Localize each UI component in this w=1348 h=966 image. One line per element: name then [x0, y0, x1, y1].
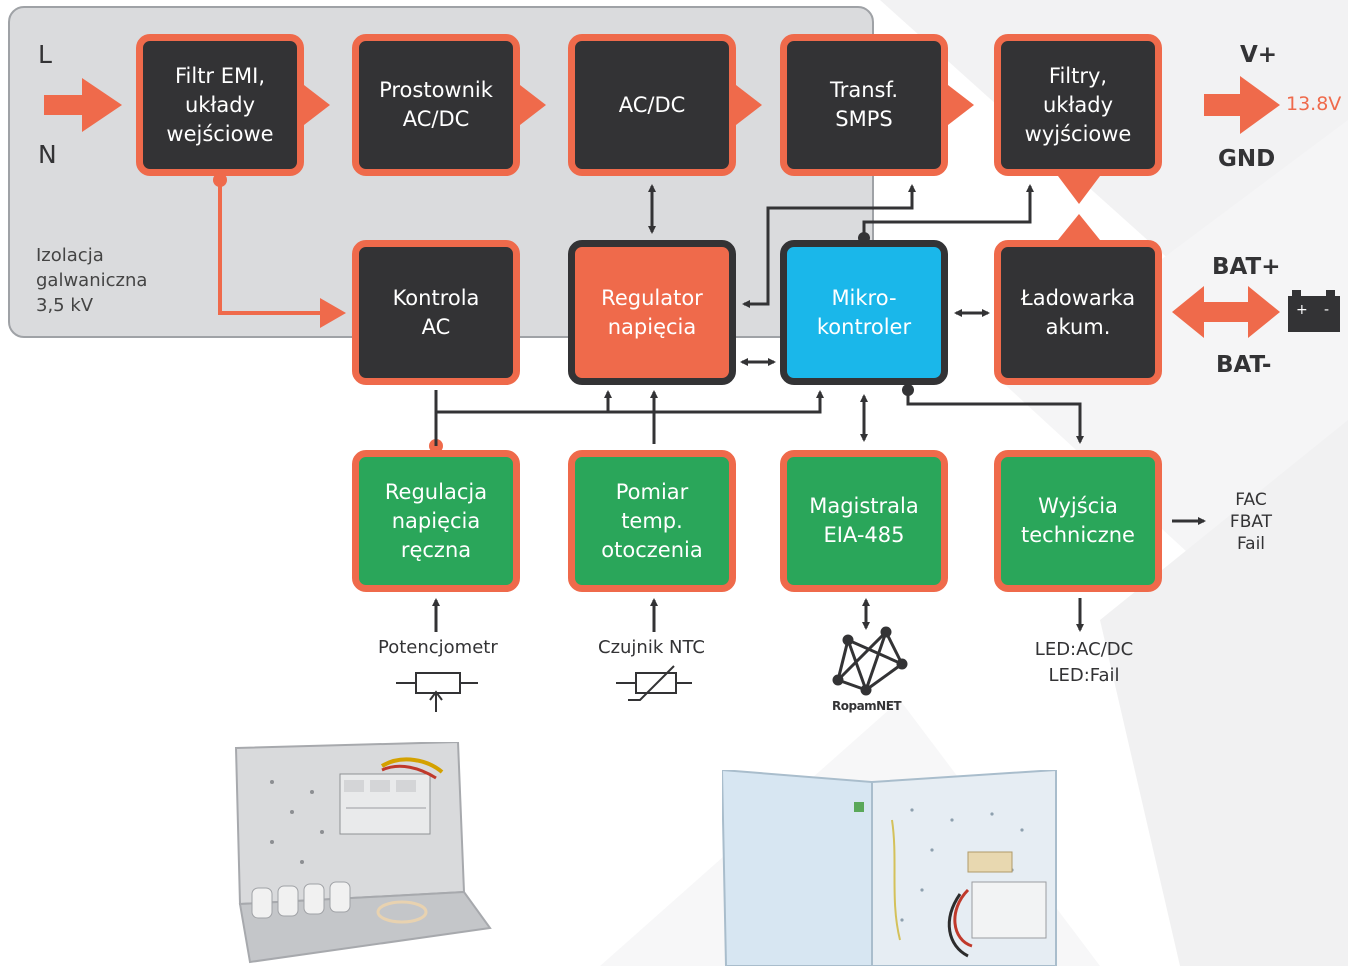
- output-filters-block: Filtry, układy wyjściowe: [994, 34, 1162, 176]
- bat-plus-label: BAT+: [1212, 254, 1281, 280]
- battery-charger-block: Ładowarka akum.: [994, 240, 1162, 385]
- input-l-label: L: [38, 40, 52, 69]
- ac-control-block: Kontrola AC: [352, 240, 520, 385]
- eia485-bus-block: Magistrala EIA-485: [780, 450, 948, 592]
- vplus-label: V+: [1240, 42, 1278, 68]
- technical-outputs-block: Wyjścia techniczne: [994, 450, 1162, 592]
- product-photo-enclosure-large: [722, 770, 1057, 966]
- smps-transformer-block: Transf. SMPS: [780, 34, 948, 176]
- temperature-block: Pomiar temp. otoczenia: [568, 450, 736, 592]
- manual-regulation-block: Regulacja napięcia ręczna: [352, 450, 520, 592]
- microcontroller-block: Mikro- kontroler: [780, 240, 948, 385]
- input-n-label: N: [38, 140, 57, 169]
- bat-minus-label: BAT-: [1216, 352, 1272, 378]
- acdc-block: AC/DC: [568, 34, 736, 176]
- potentiometer-label: Potencjometr: [378, 637, 498, 658]
- ropamnet-label: RopamNET: [832, 699, 902, 713]
- ntc-sensor-label: Czujnik NTC: [598, 637, 705, 658]
- gnd-label: GND: [1218, 146, 1276, 172]
- emi-filter-block: Filtr EMI, układy wejściowe: [136, 34, 304, 176]
- technical-signals-label: FAC FBAT Fail: [1229, 490, 1273, 554]
- isolation-label: Izolacja galwaniczna 3,5 kV: [36, 245, 148, 316]
- voltage-regulator-block: Regulator napięcia: [568, 240, 736, 385]
- product-photo-enclosure-small: [234, 742, 492, 964]
- rectifier-block: Prostownik AC/DC: [352, 34, 520, 176]
- led-indicators-label: LED:AC/DC LED:Fail: [1034, 639, 1134, 686]
- voltage-label: 13.8V: [1286, 93, 1342, 115]
